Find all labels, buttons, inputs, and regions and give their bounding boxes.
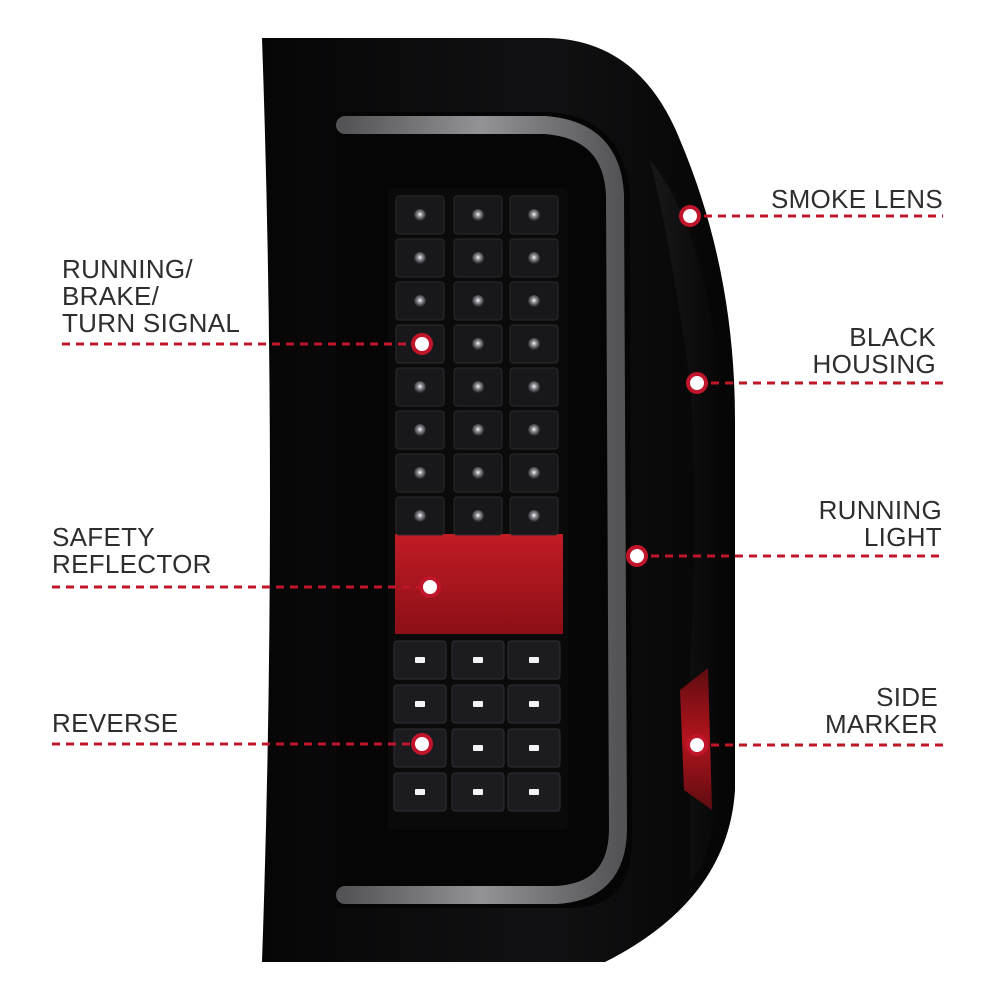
- label-reverse: REVERSE: [52, 710, 178, 737]
- led-icon: [528, 424, 540, 436]
- callout-marker-icon: [411, 333, 433, 355]
- led-icon: [528, 295, 540, 307]
- reverse-led-icon: [529, 701, 539, 707]
- led-icon: [414, 510, 426, 522]
- led-icon: [528, 381, 540, 393]
- led-icon: [528, 510, 540, 522]
- led-array: [393, 195, 561, 812]
- leader-lines: [52, 205, 943, 756]
- led-icon: [414, 209, 426, 221]
- led-icon: [472, 424, 484, 436]
- led-icon: [472, 467, 484, 479]
- led-icon: [528, 338, 540, 350]
- label-line: SMOKE LENS: [770, 184, 943, 214]
- label-line: LIGHT: [863, 522, 942, 552]
- label-line: SIDE: [876, 682, 938, 712]
- label-line: REFLECTOR: [52, 549, 212, 579]
- label-line: BRAKE/: [62, 281, 160, 311]
- label-line: RUNNING: [818, 495, 942, 525]
- callout-marker-icon: [419, 576, 441, 598]
- label-line: HOUSING: [812, 349, 936, 379]
- led-icon: [528, 209, 540, 221]
- reverse-led-icon: [529, 789, 539, 795]
- callout-marker-icon: [679, 205, 701, 227]
- label-running-brake-turn: RUNNING/BRAKE/TURN SIGNAL: [62, 256, 240, 337]
- reverse-led-icon: [529, 657, 539, 663]
- reverse-led-icon: [415, 789, 425, 795]
- label-line: TURN SIGNAL: [62, 308, 241, 338]
- label-line: SAFETY: [52, 522, 155, 552]
- led-icon: [414, 424, 426, 436]
- running-light-bar: [336, 116, 628, 904]
- reverse-led-icon: [473, 789, 483, 795]
- led-icon: [472, 209, 484, 221]
- label-smoke-lens: SMOKE LENS: [771, 186, 943, 213]
- reverse-led-icon: [529, 745, 539, 751]
- label-line: BLACK: [849, 322, 936, 352]
- label-line: MARKER: [824, 709, 938, 739]
- callout-marker-icon: [686, 372, 708, 394]
- reverse-led-icon: [473, 745, 483, 751]
- label-line: REVERSE: [52, 708, 179, 738]
- led-icon: [414, 295, 426, 307]
- led-icon: [414, 381, 426, 393]
- led-icon: [472, 252, 484, 264]
- led-icon: [414, 252, 426, 264]
- led-icon: [528, 467, 540, 479]
- led-icon: [414, 467, 426, 479]
- led-icon: [472, 295, 484, 307]
- reverse-led-icon: [473, 701, 483, 707]
- reverse-led-icon: [415, 657, 425, 663]
- callout-marker-icon: [411, 733, 433, 755]
- led-icon: [472, 381, 484, 393]
- callout-marker-icon: [686, 734, 708, 756]
- reverse-led-icon: [415, 701, 425, 707]
- reverse-led-icon: [473, 657, 483, 663]
- label-line: RUNNING/: [62, 254, 193, 284]
- led-icon: [528, 252, 540, 264]
- callout-marker-icon: [626, 545, 648, 567]
- led-icon: [472, 510, 484, 522]
- led-icon: [472, 338, 484, 350]
